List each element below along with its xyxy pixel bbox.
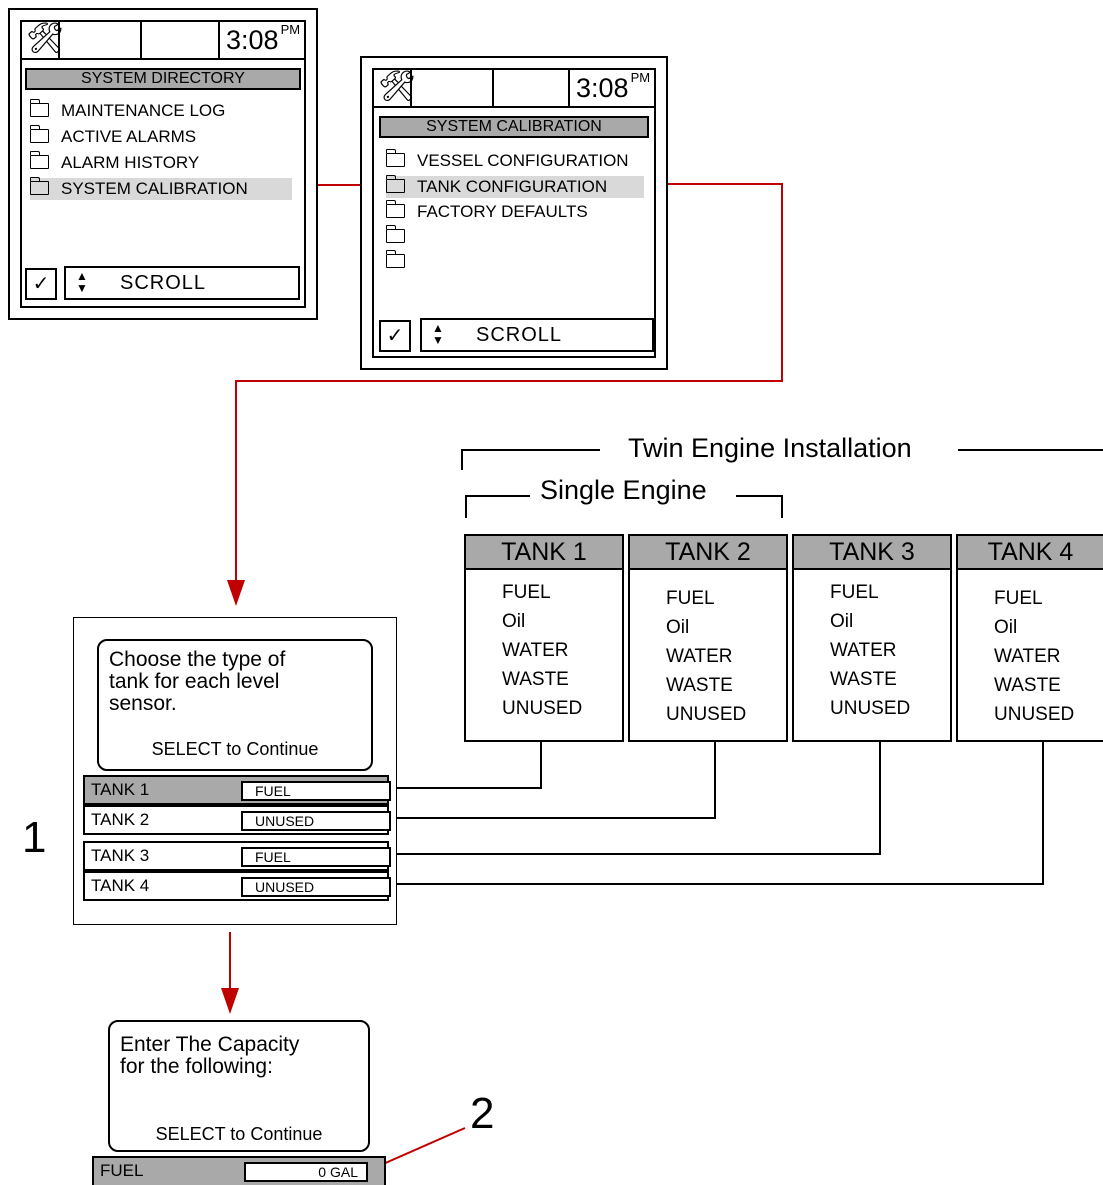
tank-type-field[interactable]: UNUSED bbox=[241, 811, 391, 831]
tank-option-fuel[interactable]: FUEL bbox=[994, 588, 1043, 609]
tank-card-title: TANK 1 bbox=[466, 536, 622, 570]
menu-item-vessel-configuration[interactable]: VESSEL CONFIGURATION bbox=[385, 148, 629, 172]
select-to-continue: SELECT to Continue bbox=[155, 1124, 323, 1144]
up-down-arrows-icon: ▲▼ bbox=[432, 321, 444, 347]
tank-option-oil[interactable]: Oil bbox=[994, 617, 1018, 638]
menu-item-alarm-history[interactable]: ALARM HISTORY bbox=[29, 150, 199, 174]
single-engine-label: Single Engine bbox=[534, 475, 713, 505]
folder-icon bbox=[29, 176, 49, 195]
tank-option-water[interactable]: WATER bbox=[666, 646, 733, 667]
menu-item-system-calibration[interactable]: SYSTEM CALIBRATION bbox=[29, 176, 292, 200]
folder-icon bbox=[385, 249, 405, 268]
capacity-field[interactable]: 0 GAL bbox=[244, 1162, 368, 1182]
menu-item-active-alarms[interactable]: ACTIVE ALARMS bbox=[29, 124, 196, 148]
folder-icon bbox=[385, 148, 405, 167]
menu-item-maintenance-log[interactable]: MAINTENANCE LOG bbox=[29, 98, 225, 122]
scroll-button[interactable]: ▲▼ SCROLL bbox=[64, 266, 300, 300]
folder-icon bbox=[29, 98, 49, 117]
capacity-row-fuel[interactable]: FUEL 0 GAL bbox=[92, 1156, 386, 1185]
select-to-continue: SELECT to Continue bbox=[151, 739, 319, 759]
tank-option-fuel[interactable]: FUEL bbox=[830, 582, 879, 603]
tools-icon[interactable]: 🛠 bbox=[378, 70, 417, 103]
tank-option-unused[interactable]: UNUSED bbox=[830, 698, 911, 719]
tank-option-waste[interactable]: WASTE bbox=[666, 675, 733, 696]
folder-icon bbox=[29, 124, 49, 143]
screen-title: SYSTEM DIRECTORY bbox=[25, 68, 301, 90]
tank-option-oil[interactable]: Oil bbox=[830, 611, 854, 632]
tank-option-waste[interactable]: WASTE bbox=[994, 675, 1061, 696]
single-engine-bracket bbox=[465, 495, 530, 518]
select-check-button[interactable]: ✓ bbox=[25, 268, 57, 300]
instruction-line-1: Choose the type of bbox=[109, 648, 286, 671]
tank-row-4[interactable]: TANK 4 UNUSED bbox=[83, 871, 391, 901]
select-check-button[interactable]: ✓ bbox=[379, 320, 411, 352]
tank3-link bbox=[378, 740, 881, 855]
arrow-calibration-to-tank-screen bbox=[235, 183, 783, 584]
tank-option-water[interactable]: WATER bbox=[830, 640, 897, 661]
tank-card-4: TANK 4 FUEL Oil WATER WASTE UNUSED bbox=[956, 534, 1103, 742]
tank-type-field[interactable]: FUEL bbox=[241, 847, 391, 867]
menu-item-empty[interactable] bbox=[385, 224, 417, 248]
instruction-line-2: tank for each level bbox=[109, 670, 280, 693]
tank-type-field[interactable]: UNUSED bbox=[241, 877, 391, 897]
menu-item-empty[interactable] bbox=[385, 249, 417, 273]
tank4-link bbox=[378, 740, 1044, 885]
tank-option-unused[interactable]: UNUSED bbox=[666, 704, 747, 725]
menu-item-tank-configuration[interactable]: TANK CONFIGURATION bbox=[385, 174, 644, 198]
up-down-arrows-icon: ▲▼ bbox=[76, 269, 88, 295]
capacity-instruction-box: Enter The Capacity for the following: SE… bbox=[108, 1020, 370, 1152]
twin-engine-bracket bbox=[461, 449, 600, 470]
tank-selection-screen: Choose the type of tank for each level s… bbox=[73, 617, 397, 925]
tank-type-field[interactable]: FUEL bbox=[241, 781, 391, 801]
tank-card-3: TANK 3 FUEL Oil WATER WASTE UNUSED bbox=[792, 534, 952, 742]
tank-option-waste[interactable]: WASTE bbox=[502, 669, 569, 690]
instruction-line-3: sensor. bbox=[109, 692, 177, 715]
tank-card-2: TANK 2 FUEL Oil WATER WASTE UNUSED bbox=[628, 534, 788, 742]
callout-1: 1 bbox=[22, 813, 47, 862]
tank-option-unused[interactable]: UNUSED bbox=[994, 704, 1075, 725]
callout-2-leader bbox=[373, 1127, 466, 1169]
capacity-line-2: for the following: bbox=[120, 1055, 273, 1078]
capacity-line-1: Enter The Capacity bbox=[120, 1033, 300, 1056]
tank-option-water[interactable]: WATER bbox=[502, 640, 569, 661]
tank-option-oil[interactable]: Oil bbox=[502, 611, 526, 632]
menu-item-factory-defaults[interactable]: FACTORY DEFAULTS bbox=[385, 199, 588, 223]
scroll-button[interactable]: ▲▼ SCROLL bbox=[420, 318, 654, 352]
instruction-box: Choose the type of tank for each level s… bbox=[97, 639, 373, 771]
tank-option-unused[interactable]: UNUSED bbox=[502, 698, 583, 719]
callout-2: 2 bbox=[470, 1089, 495, 1138]
tank-option-fuel[interactable]: FUEL bbox=[666, 588, 715, 609]
tank2-link bbox=[378, 740, 716, 819]
folder-icon bbox=[385, 224, 405, 243]
folder-icon bbox=[385, 174, 405, 193]
tank-row-2[interactable]: TANK 2 UNUSED bbox=[83, 805, 391, 835]
twin-engine-label: Twin Engine Installation bbox=[622, 433, 918, 463]
screen-title: SYSTEM CALIBRATION bbox=[379, 116, 649, 138]
folder-icon bbox=[385, 199, 405, 218]
folder-icon bbox=[29, 150, 49, 169]
tank-option-fuel[interactable]: FUEL bbox=[502, 582, 551, 603]
tank-option-oil[interactable]: Oil bbox=[666, 617, 690, 638]
tank-option-waste[interactable]: WASTE bbox=[830, 669, 897, 690]
tank-card-title: TANK 4 bbox=[958, 536, 1103, 570]
tank-card-title: TANK 2 bbox=[630, 536, 786, 570]
tank-card-title: TANK 3 bbox=[794, 536, 950, 570]
tank-card-1: TANK 1 FUEL Oil WATER WASTE UNUSED bbox=[464, 534, 624, 742]
tank1-link bbox=[378, 740, 542, 789]
tank-row-3[interactable]: TANK 3 FUEL bbox=[83, 841, 391, 871]
tank-row-1[interactable]: TANK 1 FUEL bbox=[83, 775, 391, 805]
tools-icon[interactable]: 🛠 bbox=[26, 22, 65, 55]
tank-option-water[interactable]: WATER bbox=[994, 646, 1061, 667]
